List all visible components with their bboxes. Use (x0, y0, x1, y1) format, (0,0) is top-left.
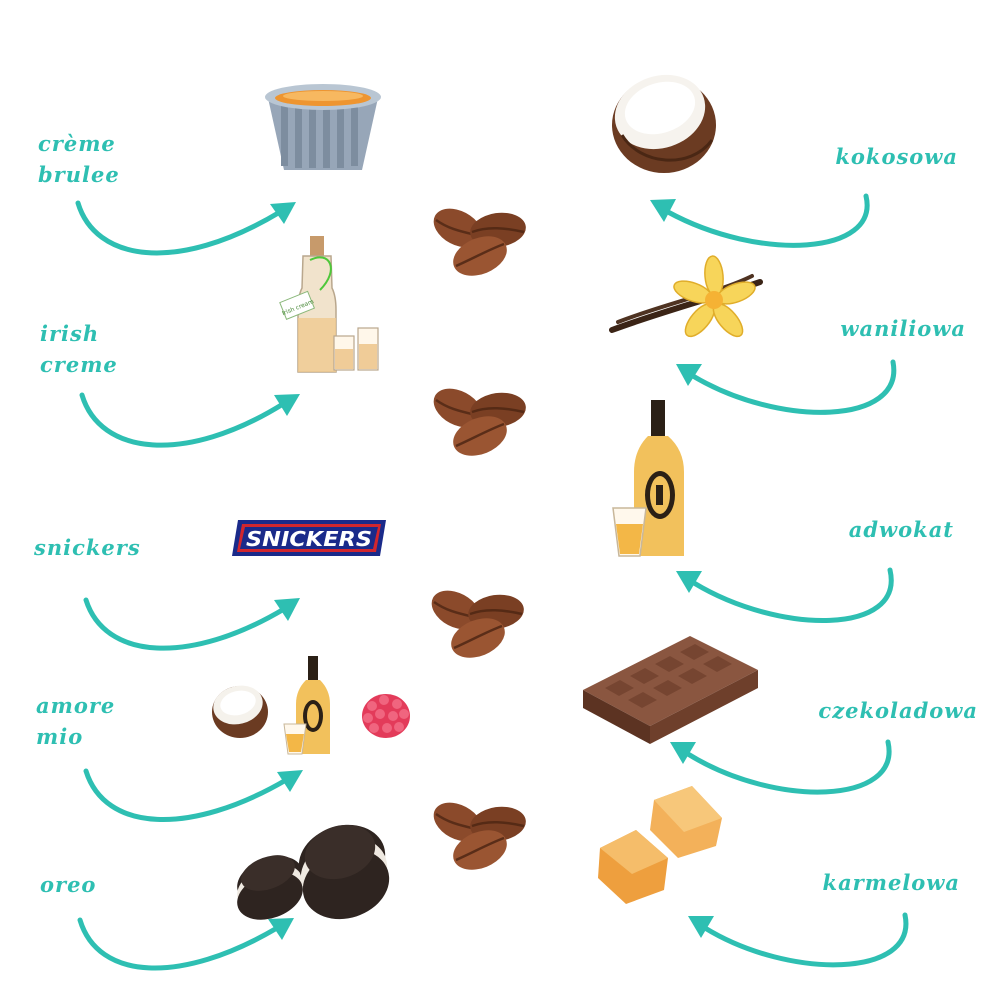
coconut-icon (212, 685, 268, 738)
chocolate-bar-icon (583, 636, 758, 744)
snickers-logo-text: SNICKERS (246, 527, 372, 551)
arrow-snickers (83, 597, 300, 651)
label-amore-mio: amore mio (36, 693, 116, 749)
arrow-czekoladowa (670, 739, 892, 795)
coffee-beans-icon (425, 379, 530, 465)
label-oreo: oreo (40, 872, 97, 897)
vanilla-flower-icon (609, 255, 763, 338)
advocaat-bottle-icon (612, 400, 684, 557)
label-snickers: snickers (34, 535, 141, 560)
arrow-karmelowa (688, 912, 909, 968)
arrow-oreo (77, 917, 294, 971)
snickers-logo: SNICKERS (232, 520, 386, 556)
coffee-beans-icon (423, 581, 528, 667)
coffee-beans-icon (425, 199, 530, 285)
label-karmelowa: karmelowa (822, 870, 960, 895)
label-creme-brulee: crème brulee (38, 131, 120, 187)
coffee-beans-icon (425, 793, 530, 879)
arrow-creme-brulee (75, 200, 296, 256)
label-adwokat: adwokat (848, 517, 954, 542)
raspberry-icon (362, 694, 410, 738)
arrow-amore-mio (83, 768, 303, 823)
caramel-candy-icon (598, 786, 722, 904)
advocaat-bottle-icon (283, 656, 330, 755)
oreo-cookie-icon (237, 824, 390, 920)
label-waniliowa: waniliowa (840, 316, 966, 341)
coconut-icon (612, 74, 716, 173)
arrow-irish-creme (79, 392, 300, 448)
arrow-kokosowa (650, 193, 870, 248)
label-kokosowa: kokosowa (835, 144, 958, 169)
arrow-waniliowa (676, 359, 897, 415)
label-czekoladowa: czekoladowa (818, 698, 978, 723)
arrow-adwokat (676, 567, 894, 623)
irish-cream-bottle-icon: Irish cream (279, 236, 379, 373)
creme-brulee-ramekin-icon (265, 84, 381, 170)
label-irish-creme: irish creme (40, 321, 118, 377)
